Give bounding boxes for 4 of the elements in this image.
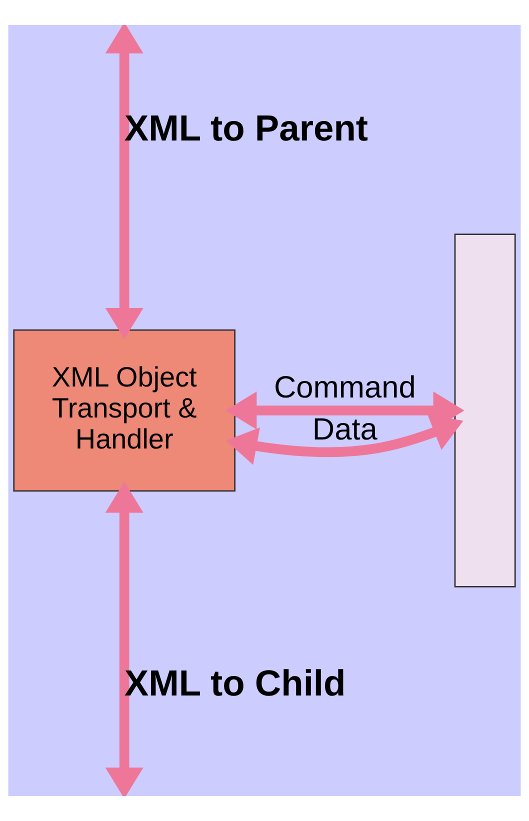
edge-label: XML to Parent <box>124 107 368 148</box>
edge-label: XML to Child <box>124 662 346 704</box>
edge-label: Command <box>274 369 416 404</box>
edge-label: Data <box>312 411 378 446</box>
